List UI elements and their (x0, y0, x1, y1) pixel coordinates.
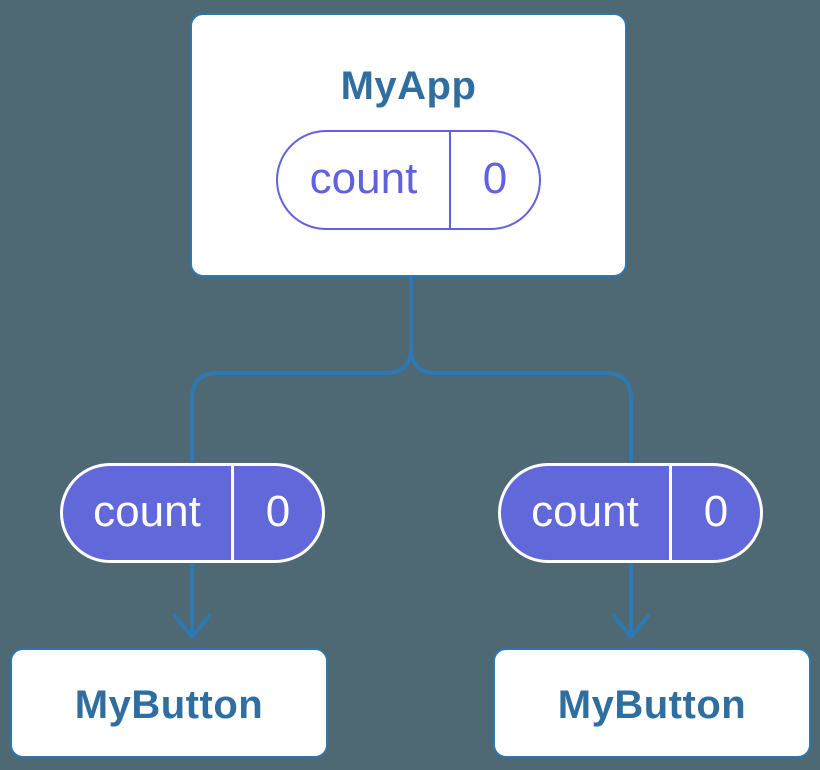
child-1-component-title: MyButton (557, 683, 747, 727)
root-component-title: MyApp (340, 64, 477, 108)
child-0-component-title: MyButton (74, 683, 264, 727)
child-0-component-card: MyButton (10, 648, 328, 758)
state-value: 0 (449, 132, 539, 228)
connector-left-branch (190, 276, 413, 633)
arrowhead-right-icon (612, 614, 650, 639)
child-1-component-card: MyButton (493, 648, 811, 758)
connector-right-branch (409, 276, 633, 633)
arrowhead-left-icon (173, 614, 211, 639)
state-label: count (531, 486, 639, 536)
child-0-prop-pill: count 0 (60, 463, 325, 563)
root-state-pill: count 0 (276, 130, 541, 230)
state-value: 0 (231, 466, 322, 560)
root-component-card: MyApp count 0 (190, 13, 627, 277)
state-label: count (309, 153, 418, 203)
state-value: 0 (669, 466, 760, 560)
child-1-prop-pill: count 0 (498, 463, 763, 563)
state-label: count (93, 486, 201, 536)
